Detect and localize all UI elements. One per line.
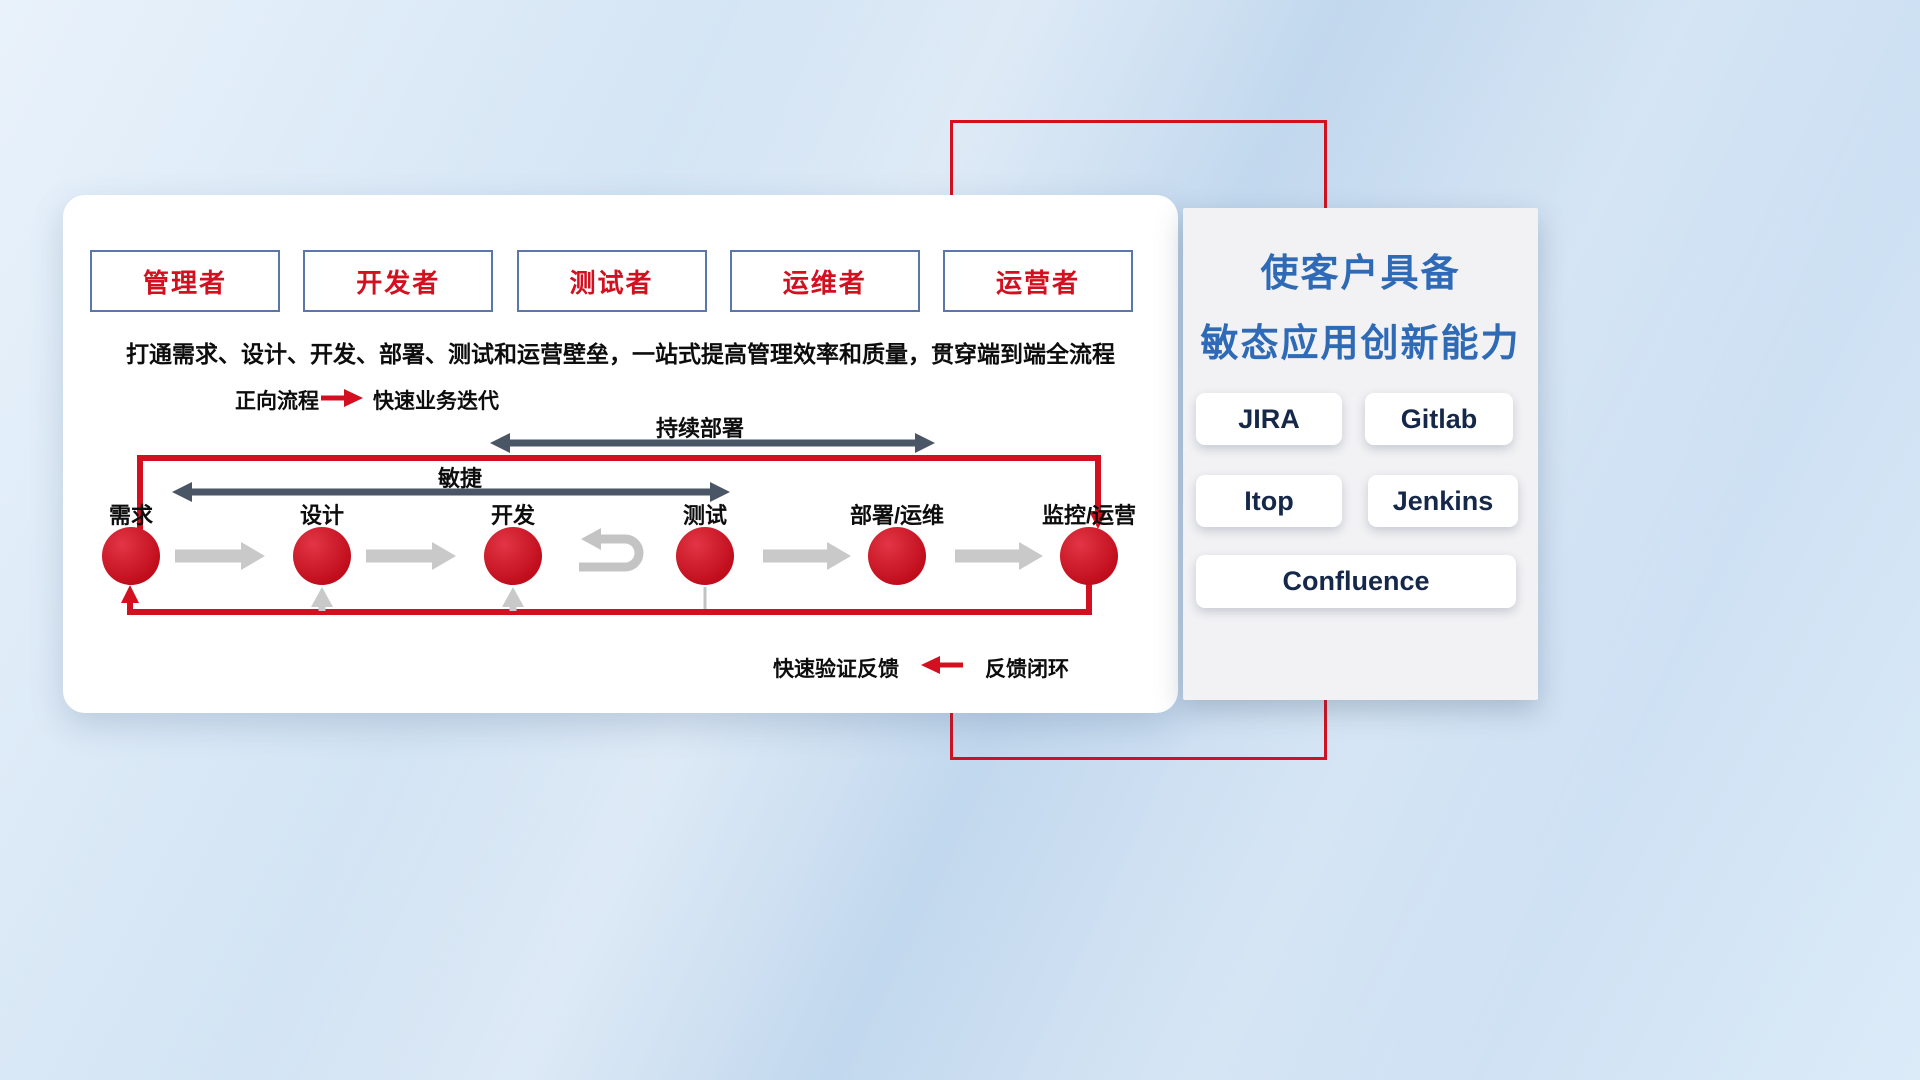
role-box-business-operator: 运营者 bbox=[943, 250, 1133, 312]
stage-circle-design bbox=[293, 527, 351, 585]
panel-title-line2: 敏态应用创新能力 bbox=[1200, 323, 1521, 365]
role-label: 开发者 bbox=[356, 267, 441, 298]
stage-label-test: 测试 bbox=[682, 503, 728, 528]
stage-label-develop: 开发 bbox=[490, 503, 536, 528]
tool-badge-jira: JIRA bbox=[1196, 393, 1342, 445]
stage-circle-monitor-operate bbox=[1060, 527, 1118, 585]
forward-legend-arrow-icon bbox=[321, 389, 363, 407]
stage-circle-test bbox=[676, 527, 734, 585]
feedback-legend-desc: 反馈闭环 bbox=[985, 658, 1069, 681]
stage-circle-deploy-ops bbox=[868, 527, 926, 585]
tool-badge-jenkins: Jenkins bbox=[1368, 475, 1518, 527]
role-box-tester: 测试者 bbox=[516, 250, 707, 312]
feedback-up-arrow-icon bbox=[311, 587, 333, 611]
role-box-operator: 运维者 bbox=[729, 250, 920, 312]
role-label: 管理者 bbox=[142, 267, 227, 298]
stage-label-monitor-operate: 监控/运营 bbox=[1041, 503, 1137, 528]
banner-text: 打通需求、设计、开发、部署、测试和运营壁垒，一站式提高管理效率和质量，贯穿端到端… bbox=[126, 341, 1115, 367]
stage-circle-develop bbox=[484, 527, 542, 585]
feedback-legend-arrow-icon bbox=[921, 656, 963, 674]
iteration-loop-icon bbox=[579, 528, 644, 572]
stage-circle-requirement bbox=[102, 527, 160, 585]
forward-legend-desc: 快速业务迭代 bbox=[373, 390, 499, 413]
tool-badge-confluence: Confluence bbox=[1196, 555, 1516, 608]
forward-loop-arrow-icon bbox=[137, 455, 1107, 533]
panel-title-line1: 使客户具备 bbox=[1260, 253, 1461, 295]
process-arrow-icon bbox=[955, 542, 1043, 570]
tool-badge-gitlab: Gitlab bbox=[1365, 393, 1513, 445]
stage-label-deploy-ops: 部署/运维 bbox=[849, 503, 945, 528]
feedback-legend-label: 快速验证反馈 bbox=[773, 658, 899, 681]
process-arrow-icon bbox=[763, 542, 851, 570]
role-label: 测试者 bbox=[569, 267, 654, 298]
role-box-developer: 开发者 bbox=[303, 250, 494, 312]
role-box-manager: 管理者 bbox=[90, 250, 280, 312]
stage-label-design: 设计 bbox=[299, 503, 345, 528]
feedback-loop-arrow-icon bbox=[121, 583, 1092, 615]
role-row: 管理者 开发者 测试者 运维者 运营者 bbox=[90, 250, 1133, 312]
role-label: 运维者 bbox=[782, 267, 867, 298]
stage-label-requirement: 需求 bbox=[108, 503, 154, 528]
tool-badge-itop: Itop bbox=[1196, 475, 1342, 527]
agile-label: 敏捷 bbox=[437, 466, 483, 491]
devops-process-card: 管理者 开发者 测试者 运维者 运营者 打通需求、设计、开发、部署、测试和运营壁… bbox=[63, 195, 1178, 713]
capability-panel: 使客户具备 敏态应用创新能力 JIRA Gitlab Itop Jenkins … bbox=[1183, 208, 1538, 700]
process-arrow-icon bbox=[175, 542, 265, 570]
process-arrow-icon bbox=[366, 542, 456, 570]
role-label: 运营者 bbox=[995, 267, 1080, 298]
feedback-up-arrow-icon bbox=[502, 587, 524, 611]
forward-legend-label: 正向流程 bbox=[235, 390, 319, 413]
continuous-deploy-label: 持续部署 bbox=[655, 416, 745, 441]
